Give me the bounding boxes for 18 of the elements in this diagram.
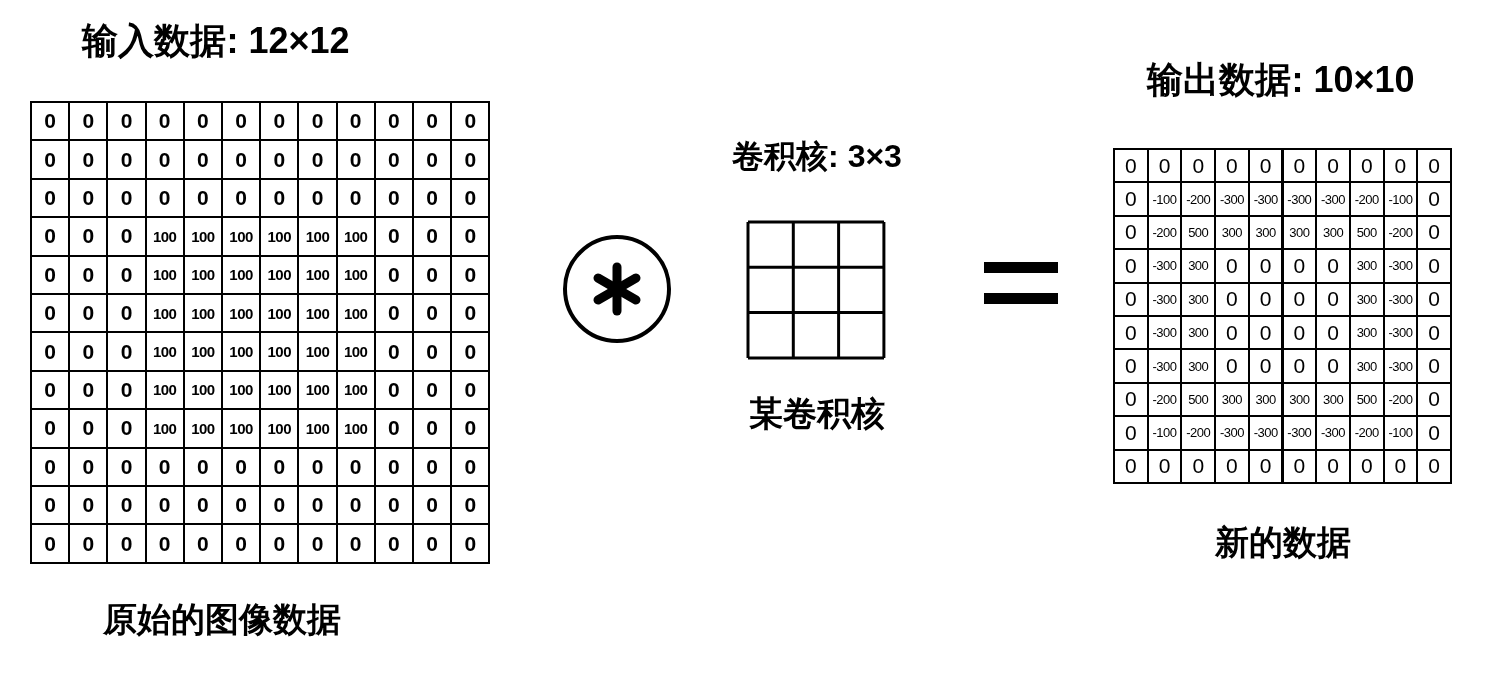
caption-text: 新的数据: [1215, 522, 1351, 563]
caption-text: 输入数据: 12×12: [82, 18, 350, 63]
grid-cell: 0: [1113, 148, 1149, 184]
grid-cell: 0: [450, 101, 491, 142]
caption-text: 原始的图像数据: [103, 599, 341, 640]
grid-cell: 0: [1281, 448, 1318, 484]
grid-cell: 0: [1416, 148, 1452, 184]
grid-cell: 0: [30, 523, 71, 564]
grid-cell: 0: [1113, 448, 1149, 484]
caption-text: 某卷积核: [749, 393, 885, 434]
grid-cell: 0: [1416, 448, 1452, 484]
grid-cell: 0: [450, 523, 491, 564]
caption-text: 卷积核: 3×3: [732, 137, 902, 176]
grid-cell: 0: [1247, 148, 1284, 184]
grid-cell: 0: [30, 101, 71, 142]
grid-cell: 0: [1247, 448, 1284, 484]
grid-cell: 0: [1281, 148, 1318, 184]
caption-text: 输出数据: 10×10: [1147, 57, 1415, 102]
